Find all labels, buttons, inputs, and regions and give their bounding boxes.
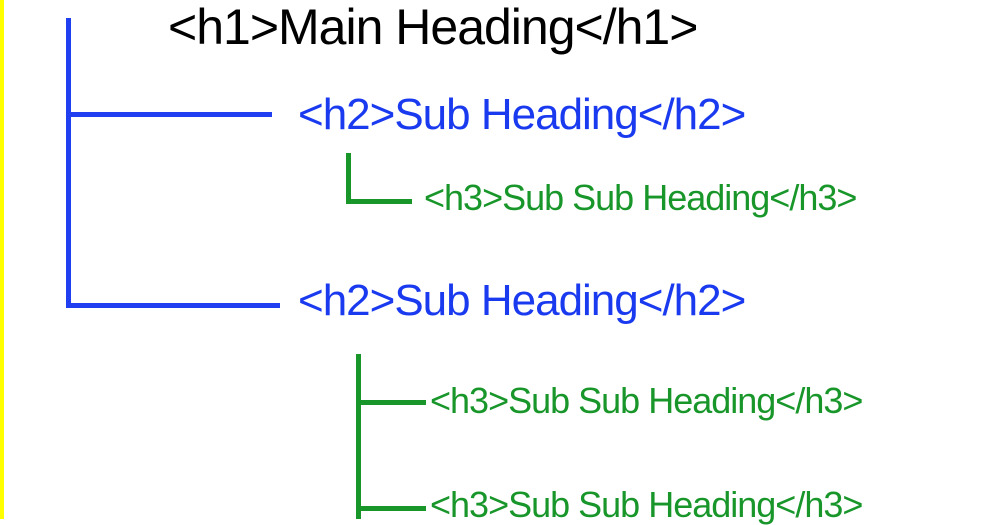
h3-trunk-line-1 [346, 153, 351, 203]
h3-branch-line-2 [356, 400, 426, 405]
left-edge-bar [0, 0, 4, 519]
h3-trunk-line-2 [356, 354, 361, 519]
h2-branch-line-2 [66, 303, 280, 308]
h3-branch-line-1 [346, 199, 412, 204]
h1-label: <h1>Main Heading</h1> [168, 0, 698, 55]
h2-label-1: <h2>Sub Heading</h2> [298, 90, 746, 139]
h3-label-2: <h3>Sub Sub Heading</h3> [430, 380, 863, 421]
h3-branch-line-3 [356, 506, 426, 511]
h2-label-2: <h2>Sub Heading</h2> [298, 276, 746, 325]
h3-label-3: <h3>Sub Sub Heading</h3> [430, 484, 863, 525]
h2-trunk-line [66, 18, 71, 308]
h2-branch-line-1 [66, 112, 272, 117]
h3-label-1: <h3>Sub Sub Heading</h3> [424, 177, 857, 218]
